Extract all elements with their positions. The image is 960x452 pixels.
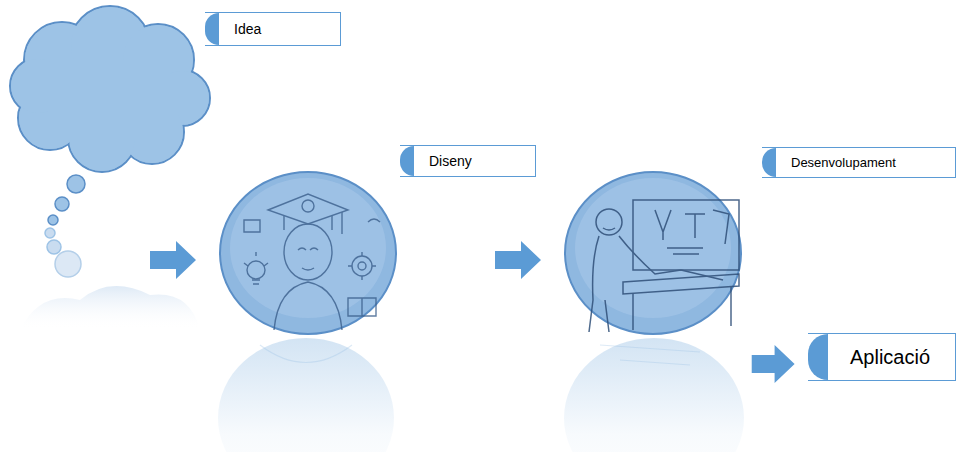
stage-node: Desenvolupament bbox=[560, 142, 960, 342]
stage-label: Aplicació bbox=[850, 346, 930, 369]
oval-shine bbox=[230, 178, 386, 318]
oval-reflection bbox=[564, 338, 744, 452]
oval-reflection bbox=[218, 338, 394, 452]
label-tab: Idea bbox=[205, 12, 341, 46]
label-tab-node: Aplicació bbox=[808, 333, 958, 377]
node-shape bbox=[0, 0, 220, 285]
oval-shape bbox=[220, 172, 396, 334]
craftsman-illustration bbox=[589, 200, 739, 332]
designer-illustration bbox=[244, 194, 380, 330]
tab-marker bbox=[762, 148, 776, 177]
stage-label: Idea bbox=[234, 21, 261, 37]
label-tab: Diseny bbox=[400, 145, 536, 177]
label-tab: Aplicació bbox=[808, 333, 956, 381]
stage-node: Diseny bbox=[215, 140, 540, 340]
block-arrow bbox=[150, 241, 196, 279]
tab-marker bbox=[808, 334, 828, 380]
thought-bubbles bbox=[45, 175, 85, 277]
cloud-shape bbox=[10, 6, 210, 172]
block-arrow bbox=[495, 241, 541, 279]
label-tab: Desenvolupament bbox=[762, 147, 956, 178]
cloud-reflection bbox=[20, 286, 200, 330]
stage-label: Diseny bbox=[429, 153, 472, 169]
block-arrow bbox=[752, 345, 795, 383]
node-shape bbox=[218, 170, 398, 336]
stage-label: Desenvolupament bbox=[791, 155, 896, 170]
node-shape bbox=[563, 170, 743, 336]
tab-marker bbox=[400, 146, 414, 176]
oval-shine bbox=[575, 178, 731, 318]
figure-reflection bbox=[260, 345, 700, 365]
oval-shape bbox=[565, 172, 741, 334]
tab-marker bbox=[205, 13, 219, 45]
